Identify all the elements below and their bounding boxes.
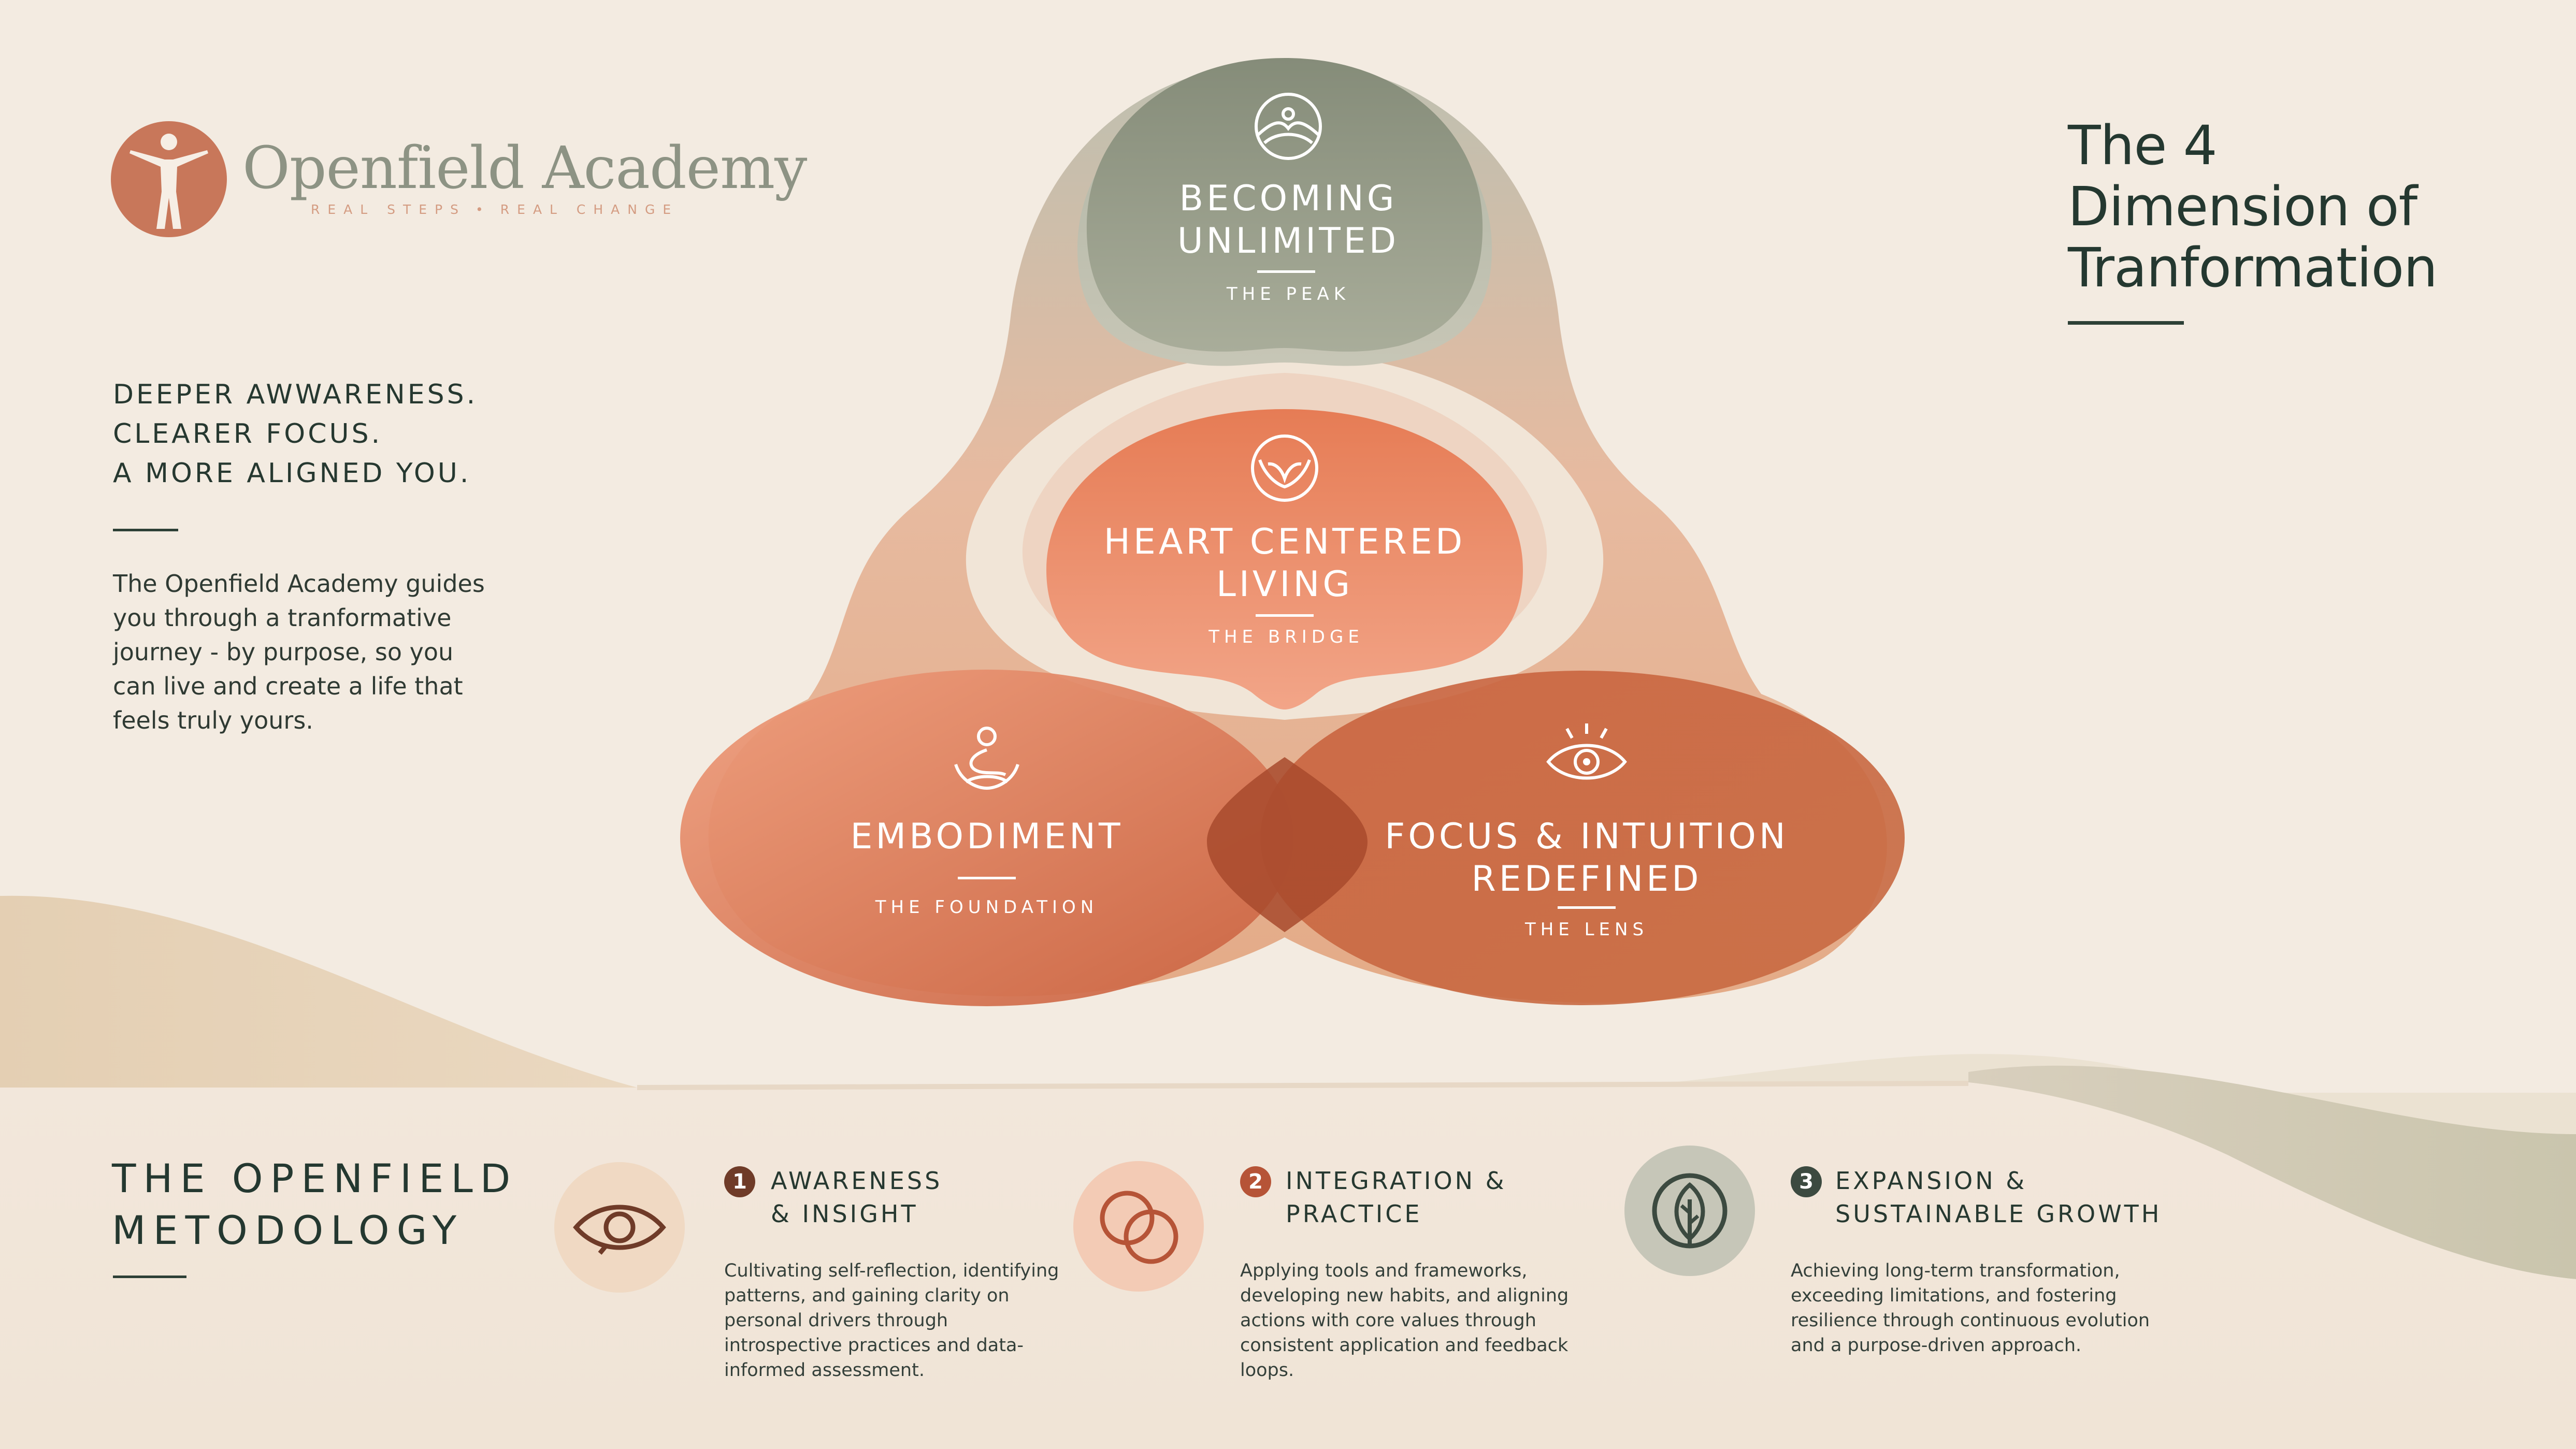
tagline-line: DEEPER AWWARENESS. xyxy=(113,379,478,410)
mountain-sun-icon xyxy=(1255,93,1322,160)
step-2-number-badge: 2 xyxy=(1240,1166,1271,1197)
vitruvian-figure-icon xyxy=(111,121,227,237)
brand-logo[interactable]: Openfield Academy REAL STEPS • REAL CHANGE xyxy=(109,119,807,243)
interlocking-rings-icon xyxy=(1100,1191,1178,1264)
intro-body: The Openfield Academy guides you through… xyxy=(113,570,485,734)
dimension-title-line: BECOMING xyxy=(1179,178,1398,219)
dimension-heart-divider xyxy=(1256,614,1314,617)
leaf-icon xyxy=(1652,1173,1728,1249)
dimension-title-line: HEART CENTERED xyxy=(1103,521,1466,562)
dimension-title-line: REDEFINED xyxy=(1471,859,1702,900)
dimension-peak-divider xyxy=(1257,270,1315,273)
heart-circle-icon xyxy=(1251,434,1318,502)
dimension-title-line: FOCUS & INTUITION xyxy=(1385,816,1789,857)
step-heading-line: SUSTAINABLE GROWTH xyxy=(1835,1200,2162,1228)
step-1-heading: AWARENESS & INSIGHT xyxy=(771,1164,942,1230)
step-heading-line: & INSIGHT xyxy=(771,1200,918,1228)
step-1-icon-circle xyxy=(554,1162,685,1293)
meditation-icon xyxy=(954,727,1019,790)
dimension-title-line: EMBODIMENT xyxy=(850,816,1124,857)
dimension-title-line: UNLIMITED xyxy=(1177,221,1400,262)
methodology-title: THE OPENFIELD METODOLOGY xyxy=(112,1153,578,1256)
dimension-embodiment-title: EMBODIMENT xyxy=(850,816,1123,858)
dimension-embodiment-divider xyxy=(958,877,1016,879)
step-1-description: Cultivating self-reflection, identifying… xyxy=(724,1260,1059,1381)
dimension-focus-subtitle: THE LENS xyxy=(1524,919,1649,940)
dimension-focus-divider xyxy=(1558,906,1616,909)
brand-tagline: REAL STEPS • REAL CHANGE xyxy=(311,202,679,217)
tagline-line: CLEARER FOCUS. xyxy=(113,418,383,450)
step-3-number-badge: 3 xyxy=(1791,1166,1822,1197)
step-heading-line: INTEGRATION & xyxy=(1286,1167,1507,1195)
tagline-left: REAL STEPS xyxy=(311,202,467,217)
tagline-line: A MORE ALIGNED YOU. xyxy=(113,458,471,489)
title-divider xyxy=(2068,321,2184,325)
title-line: Dimension of xyxy=(2068,175,2417,238)
methodology-title-line: METODOLOGY xyxy=(112,1207,464,1253)
step-2-heading: INTEGRATION & PRACTICE xyxy=(1286,1164,1507,1230)
methodology-title-line: THE OPENFIELD xyxy=(112,1155,518,1201)
intro-divider xyxy=(113,529,178,531)
dimension-heart-title: HEART CENTERED LIVING xyxy=(1104,521,1465,606)
dimension-focus-title: FOCUS & INTUITION REDEFINED xyxy=(1385,816,1789,901)
dimension-peak-title: BECOMING UNLIMITED xyxy=(1177,178,1399,263)
eye-icon xyxy=(573,1205,666,1255)
step-2-description: Applying tools and frameworks, developin… xyxy=(1240,1260,1569,1381)
tagline-right: REAL CHANGE xyxy=(500,202,679,217)
methodology-divider xyxy=(113,1276,186,1278)
step-heading-line: PRACTICE xyxy=(1286,1200,1422,1228)
eye-icon xyxy=(1546,723,1627,780)
step-1-number-badge: 1 xyxy=(724,1166,755,1197)
step-2-icon-circle xyxy=(1073,1161,1204,1292)
step-3-heading: EXPANSION & SUSTAINABLE GROWTH xyxy=(1835,1164,2162,1230)
title-line: Tranformation xyxy=(2068,236,2438,299)
title-line: The 4 xyxy=(2068,114,2218,177)
intro-tagline: DEEPER AWWARENESS. CLEARER FOCUS. A MORE… xyxy=(113,375,579,493)
dimension-embodiment-subtitle: THE FOUNDATION xyxy=(875,897,1099,918)
brand-name: Openfield Academy xyxy=(242,135,807,202)
tagline-dot: • xyxy=(476,202,491,217)
step-3-icon-circle xyxy=(1624,1146,1755,1276)
dimension-peak-subtitle: THE PEAK xyxy=(1226,284,1350,305)
page-title: The 4 Dimension of Tranformation xyxy=(2068,115,2534,325)
dimension-title-line: LIVING xyxy=(1216,564,1354,605)
dimension-heart-subtitle: THE BRIDGE xyxy=(1208,627,1364,647)
step-heading-line: AWARENESS xyxy=(771,1167,943,1195)
step-heading-line: EXPANSION & xyxy=(1835,1167,2027,1195)
step-3-description: Achieving long-term transformation, exce… xyxy=(1791,1260,2150,1356)
